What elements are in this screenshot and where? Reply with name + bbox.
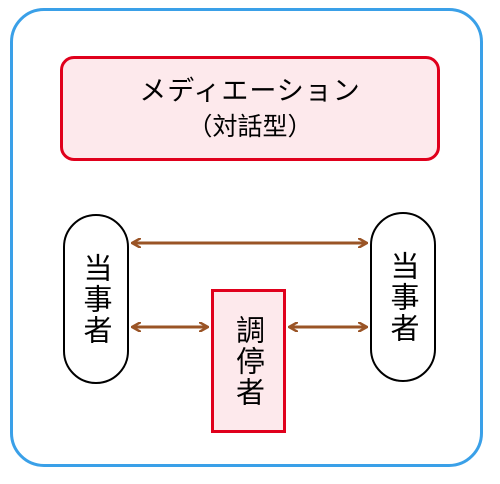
party-left-label: 当事者 bbox=[79, 252, 113, 346]
party-right-box: 当事者 bbox=[370, 212, 436, 382]
mediator-label: 調停者 bbox=[231, 314, 266, 408]
diagram-title: メディエーション bbox=[139, 75, 361, 107]
party-right-label: 当事者 bbox=[386, 250, 420, 344]
mediator-box: 調停者 bbox=[211, 289, 286, 433]
title-box: メディエーション （対話型） bbox=[60, 56, 440, 161]
diagram-subtitle: （対話型） bbox=[187, 111, 313, 141]
party-left-box: 当事者 bbox=[63, 214, 129, 384]
outer-frame bbox=[10, 8, 483, 467]
